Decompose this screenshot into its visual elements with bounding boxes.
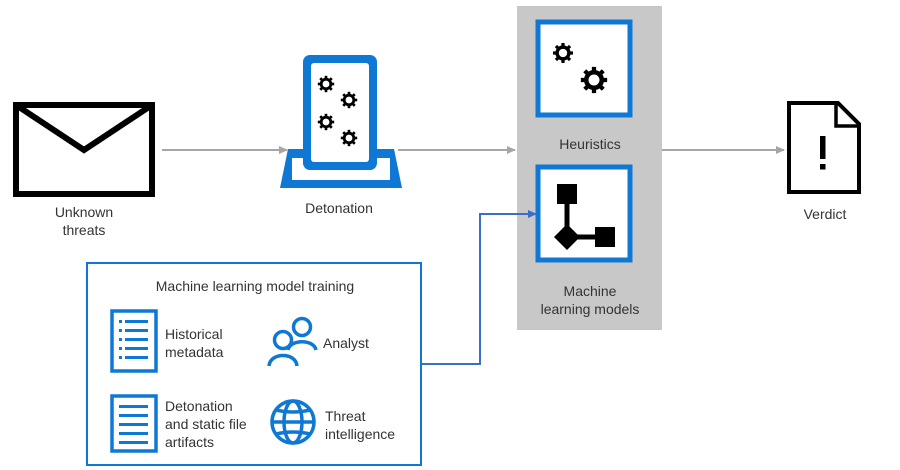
analyst-label: Analyst [323,335,369,351]
globe-icon [270,399,316,445]
heuristics-gears-icon [535,19,633,118]
envelope-icon [13,102,155,197]
metadata-list-icon [110,309,158,373]
unknown-threats-label: Unknown threats [54,204,114,238]
heuristics-label: Heuristics [559,136,621,152]
detonation-label: Detonation [305,200,373,216]
detonation-artifacts-label: Detonation and static file artifacts [165,398,247,450]
ml-models-label: Machine learning models [540,283,640,317]
verdict-label: Verdict [803,206,847,222]
training-title: Machine learning model training [155,278,355,294]
artifacts-list-icon [110,394,158,453]
historical-metadata-label: Historical metadata [165,326,224,360]
threat-intelligence-label: Threat intelligence [325,408,396,442]
arrow-training-to-ml [422,210,537,365]
detonation-sandbox-icon [280,55,402,188]
analyst-people-icon [267,316,318,367]
verdict-document-icon [787,101,861,194]
ml-model-graph-icon [535,164,633,263]
